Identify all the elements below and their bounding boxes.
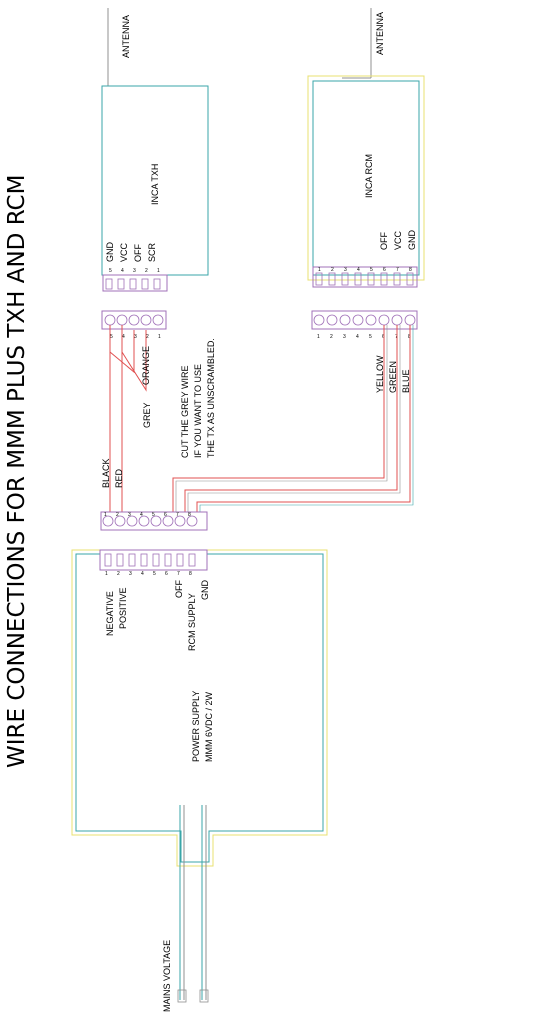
rcm-connector: 1 2 3 4 5 6 7 8 (311, 310, 418, 340)
psu-pin-gnd: GND (200, 580, 210, 601)
rcm-connector-num: 2 (330, 334, 333, 340)
main-connector-num: 8 (188, 512, 191, 518)
txh-connector-num: 2 (146, 334, 149, 340)
rcm-header-num: 2 (331, 267, 334, 273)
psu-pin-positive: POSITIVE (118, 587, 128, 629)
rcm-header-num: 7 (396, 267, 399, 273)
rcm-outline-outer (307, 75, 425, 281)
psu-header-num: 5 (153, 571, 156, 577)
psu-header-num: 4 (141, 571, 144, 577)
rcm-pin-off: OFF (379, 232, 389, 250)
txh-header-num: 1 (157, 268, 160, 274)
psu-header-num: 3 (129, 571, 132, 577)
txh-connector-num: 3 (134, 334, 137, 340)
note-line-3: THE TX AS UNSCRAMBLED. (206, 338, 216, 458)
main-connector: 1 2 3 4 5 6 7 8 (100, 511, 208, 531)
psu-pin-off: OFF (174, 580, 184, 598)
wire-label-blue: BLUE (401, 369, 411, 393)
txh-header-num: 3 (133, 268, 136, 274)
psu-header-num: 2 (117, 571, 120, 577)
main-connector-num: 3 (128, 512, 131, 518)
txh-connector-num: 4 (122, 334, 125, 340)
main-connector-num: 4 (140, 512, 143, 518)
psu-outline-outer (71, 549, 328, 867)
rcm-module: ANTENNA INCA RCM OFF VCC GND 1 2 3 4 5 6… (307, 8, 425, 288)
wire-label-black: BLACK (101, 458, 111, 488)
psu-name-line1: POWER SUPPLY (191, 691, 201, 762)
rcm-connector-num: 5 (369, 334, 372, 340)
rcm-header-num: 4 (357, 267, 360, 273)
rcm-header-num: 8 (409, 267, 412, 273)
rcm-pin-vcc: VCC (393, 230, 403, 250)
mains-voltage-label: MAINS VOLTAGE (162, 940, 172, 1012)
rcm-header (312, 266, 418, 288)
rcm-connector-num: 3 (343, 334, 346, 340)
rcm-header-num: 3 (344, 267, 347, 273)
power-supply: 1 2 3 4 5 6 7 8 NEGATIVE POSITIVE OFF RC… (71, 549, 328, 867)
txh-connector-num: 1 (158, 334, 161, 340)
wire-label-yellow: YELLOW (375, 355, 385, 393)
txh-pin-gnd: GND (105, 242, 115, 263)
txh-module: ANTENNA INCA TXH GND VCC OFF SCR 5 4 3 2… (101, 8, 209, 292)
txh-antenna-label: ANTENNA (121, 15, 131, 58)
main-connector-num: 1 (104, 512, 107, 518)
rcm-name: INCA RCM (364, 154, 374, 198)
txh-header-num: 5 (109, 268, 112, 274)
txh-pin-scr: SCR (147, 242, 157, 262)
rcm-connector-num: 1 (317, 334, 320, 340)
psu-header-num: 1 (105, 571, 108, 577)
txh-header-num: 4 (121, 268, 124, 274)
rcm-outline (312, 80, 420, 276)
rcm-antenna-label: ANTENNA (375, 12, 385, 55)
diagram-title: WIRE CONNECTIONS FOR MMM PLUS TXH AND RC… (4, 175, 30, 768)
psu-pin-rcm-supply: RCM SUPPLY (187, 593, 197, 651)
txh-pin-off: OFF (133, 244, 143, 262)
wires (109, 325, 414, 512)
mains-cables (177, 805, 209, 1003)
psu-outline (75, 553, 324, 863)
main-connector-num: 7 (176, 512, 179, 518)
wire-label-green: GREEN (388, 361, 398, 393)
rcm-header-num: 6 (383, 267, 386, 273)
wire-label-red: RED (114, 468, 124, 488)
txh-header-num: 2 (145, 268, 148, 274)
wire-label-grey: GREY (142, 402, 152, 428)
note-line-1: CUT THE GREY WIRE (180, 365, 190, 458)
psu-header-num: 8 (189, 571, 192, 577)
rcm-pin-gnd: GND (407, 230, 417, 251)
rcm-header-num: 5 (370, 267, 373, 273)
txh-connector-num: 5 (110, 334, 113, 340)
txh-pin-vcc: VCC (119, 242, 129, 262)
psu-name-line2: MMM 6VDC / 2W (204, 691, 214, 762)
main-connector-num: 6 (164, 512, 167, 518)
psu-header-num: 6 (165, 571, 168, 577)
note-line-2: IF YOU WANT TO USE (193, 364, 203, 458)
rcm-connector-num: 4 (356, 334, 359, 340)
psu-header-num: 7 (177, 571, 180, 577)
rcm-header-num: 1 (318, 267, 321, 273)
wire-label-orange: ORANGE (141, 346, 151, 385)
main-connector-num: 2 (116, 512, 119, 518)
txh-header (102, 274, 168, 292)
main-connector-num: 5 (152, 512, 155, 518)
psu-pin-negative: NEGATIVE (105, 591, 115, 636)
txh-name: INCA TXH (150, 164, 160, 205)
psu-header (99, 549, 208, 571)
